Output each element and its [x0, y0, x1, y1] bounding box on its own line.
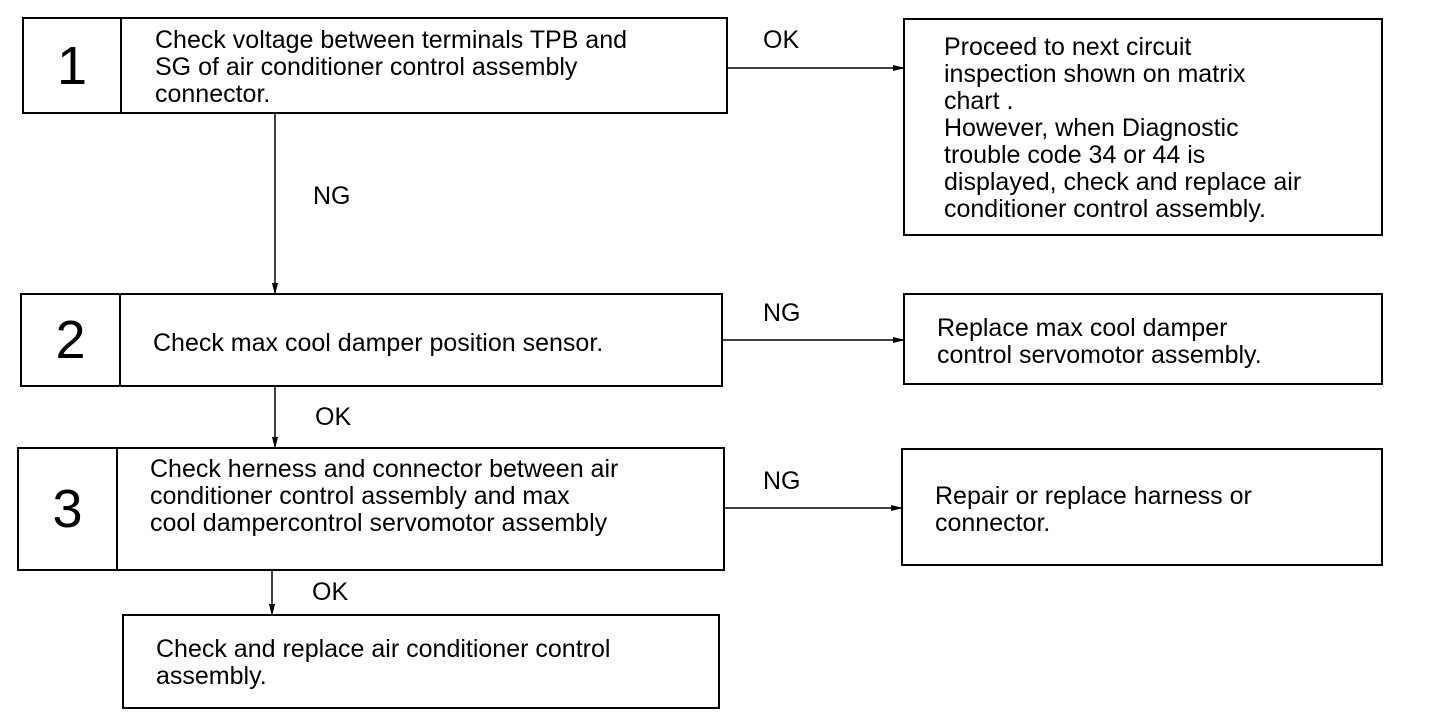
label-ok-step2: OK [315, 403, 352, 431]
step-3-text: Check herness and connector between air … [150, 455, 619, 537]
label-ng-step3: NG [763, 467, 801, 495]
label-ok-step3: OK [312, 578, 349, 606]
label-ok-step1: OK [763, 26, 800, 54]
outcome-replace-servomotor-box: Replace max cool damper control servomot… [903, 293, 1383, 385]
step-3-divider [116, 449, 118, 569]
outcome-replace-control-box: Check and replace air conditioner contro… [122, 614, 720, 709]
step-2-number: 2 [55, 310, 86, 370]
outcome-repair-harness-text: Repair or replace harness or connector. [935, 482, 1252, 537]
outcome-replace-servomotor-text: Replace max cool damper control servomot… [937, 314, 1262, 369]
outcome-proceed-box: Proceed to next circuit inspection shown… [903, 18, 1383, 236]
step-1-box: 1 Check voltage between terminals TPB an… [22, 17, 728, 114]
step-3-number: 3 [52, 479, 83, 539]
outcome-proceed-text: Proceed to next circuit inspection shown… [944, 33, 1302, 223]
outcome-repair-harness-box: Repair or replace harness or connector. [901, 448, 1383, 566]
outcome-replace-control-text: Check and replace air conditioner contro… [156, 635, 611, 690]
step-2-divider [119, 295, 121, 385]
step-3-box: 3 Check herness and connector between ai… [17, 447, 725, 571]
step-1-divider [120, 19, 122, 112]
step-2-box: 2 Check max cool damper position sensor. [20, 293, 723, 387]
label-ng-step2: NG [763, 299, 801, 327]
label-ng-step1: NG [313, 182, 351, 210]
step-1-text: Check voltage between terminals TPB and … [155, 26, 628, 108]
step-2-text: Check max cool damper position sensor. [153, 329, 604, 357]
step-1-number: 1 [56, 35, 88, 96]
